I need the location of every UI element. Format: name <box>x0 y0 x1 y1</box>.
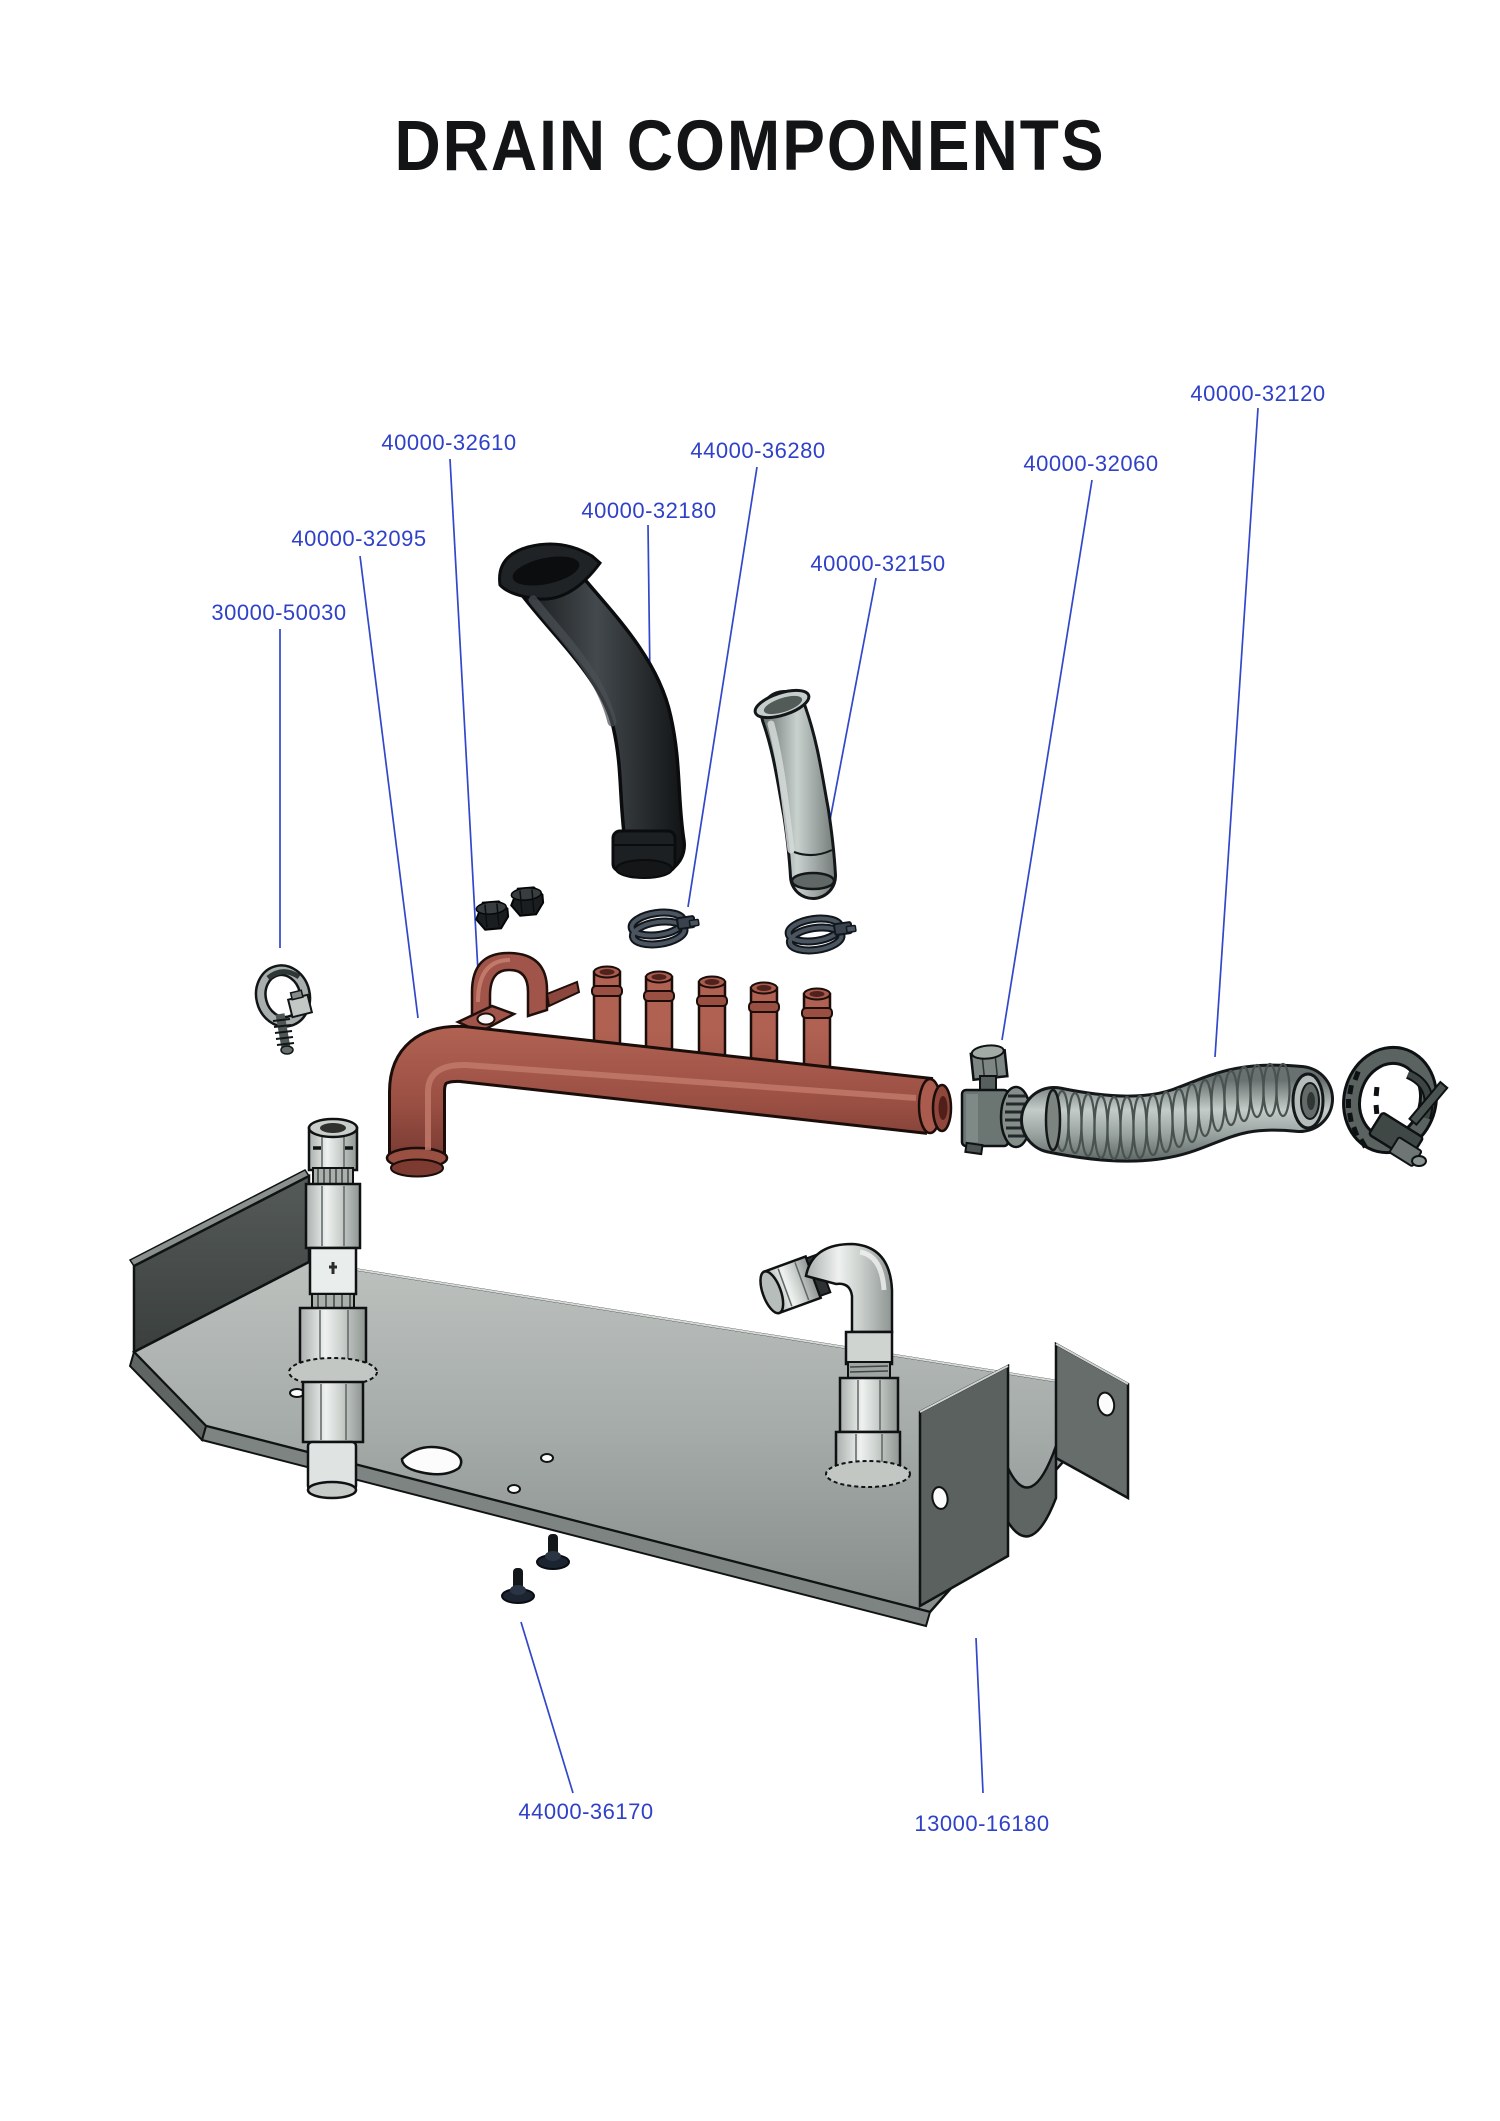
part-hex-cap <box>475 900 510 931</box>
leader-40000-32150 <box>829 577 877 821</box>
part-mounting-screw <box>501 1568 535 1604</box>
part-wire-hose-clamp <box>627 908 700 949</box>
part-black-molded-hose <box>498 542 686 879</box>
part-pipe-saddle-clamp <box>455 951 581 1034</box>
part-number-label-40000-32150: 40000-32150 <box>810 551 946 576</box>
part-wire-hose-clamp <box>784 914 857 955</box>
part-number-label-40000-32095: 40000-32095 <box>291 526 427 551</box>
leader-40000-32610 <box>449 458 480 991</box>
part-number-label-44000-36170: 44000-36170 <box>518 1799 654 1824</box>
part-corrugated-drain-hose <box>1020 1062 1334 1163</box>
part-drain-manifold-pipe <box>385 965 953 1178</box>
part-worm-gear-clamp <box>1342 1045 1449 1167</box>
part-drain-pan-bracket <box>128 1169 1130 1628</box>
part-gear-hose-clamp <box>254 964 314 1055</box>
part-gray-drain-tube <box>753 688 837 900</box>
part-quick-connect-fitting <box>960 1044 1033 1156</box>
leader-lines <box>279 407 1259 1794</box>
leader-44000-36280 <box>687 466 758 908</box>
page-title: DRAIN COMPONENTS <box>394 105 1106 186</box>
part-number-label-13000-16180: 13000-16180 <box>914 1811 1050 1836</box>
part-elbow-fitting <box>759 1242 911 1488</box>
leader-13000-16180 <box>975 1637 984 1794</box>
floor-teardrop-hole <box>400 1445 463 1476</box>
part-compression-fitting-stack <box>288 1117 378 1500</box>
leader-40000-32095 <box>359 555 419 1019</box>
floor-hole <box>507 1484 521 1494</box>
part-number-label-40000-32180: 40000-32180 <box>581 498 717 523</box>
part-number-label-40000-32060: 40000-32060 <box>1023 451 1159 476</box>
part-hex-cap <box>510 886 545 917</box>
leader-44000-36170 <box>520 1621 574 1794</box>
leader-40000-32120 <box>1214 407 1259 1058</box>
part-number-label-44000-36280: 44000-36280 <box>690 438 826 463</box>
part-number-label-40000-32120: 40000-32120 <box>1190 381 1326 406</box>
floor-hole <box>540 1453 554 1463</box>
part-mounting-screw <box>536 1534 570 1570</box>
part-number-label-40000-32610: 40000-32610 <box>381 430 517 455</box>
leader-40000-32060 <box>1001 479 1093 1041</box>
part-number-label-30000-50030: 30000-50030 <box>211 600 347 625</box>
